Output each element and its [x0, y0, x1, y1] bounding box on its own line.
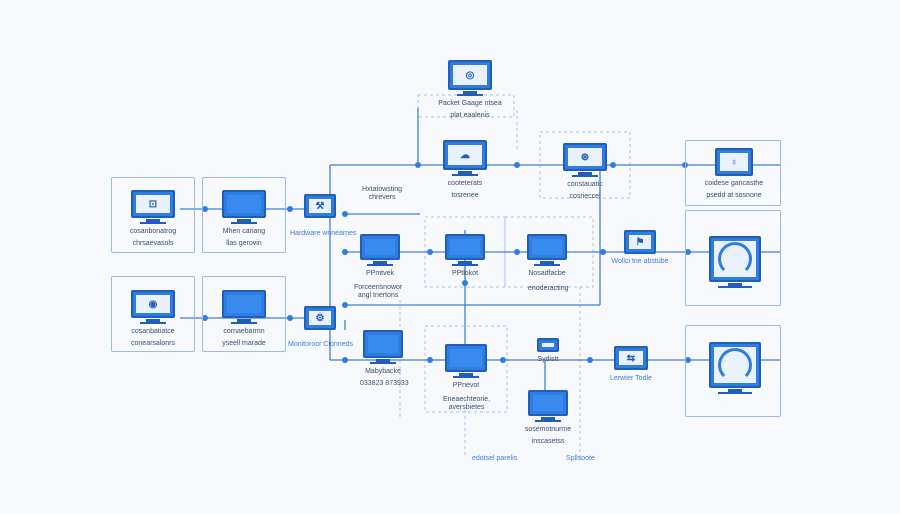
group-box-left2	[202, 177, 286, 253]
hub-top-small-label: Hardware wnnearnes	[290, 230, 357, 237]
lower-node-d[interactable]: ⇆	[608, 346, 654, 370]
mid-node-a[interactable]: PPmtvek	[355, 234, 405, 278]
cloud-icon: ☁	[460, 149, 470, 161]
hub-bottom-small-label: Monitoroor Clonneds	[288, 341, 353, 348]
lower-node-a-sub: 033823 873933	[360, 380, 409, 387]
bottom-node-c-label-2: inscasetss	[531, 438, 565, 445]
center-top-label-1: cooteterats	[447, 180, 483, 187]
left-node-4[interactable]: cornaebarmn yseell marade	[214, 290, 274, 348]
mid-node-a-label: PPmtvek	[365, 270, 394, 277]
bottom-right-caption: Spllsoote	[566, 455, 595, 462]
lower-node-b-sub: Eneaechteorie,aversbietes	[443, 396, 491, 411]
lower-node-a-label: Mabybacke	[365, 368, 401, 375]
fingerprint-icon	[718, 348, 752, 382]
lock-icon: ⊡	[148, 198, 158, 210]
right-top-node[interactable]: ⊛ constauatic cosrieccel	[555, 143, 615, 201]
far-right-bottom-node[interactable]	[705, 342, 765, 394]
group-box-left4	[202, 276, 286, 352]
far-right-top-label-2: psedd at sosnone	[706, 192, 762, 199]
lower-node-b-label: PPnevot	[452, 382, 480, 389]
lower-node-c[interactable]: Sydistt	[533, 338, 563, 364]
left-node-1-label-2: chrsaevasols	[132, 240, 174, 247]
lower-node-d-label: Lerwter Todle	[610, 375, 652, 382]
far-right-top-node[interactable]: ♁ coidese gancasthe psedd at sosnone	[698, 148, 770, 200]
tools-icon: ⚒	[315, 200, 325, 212]
bottom-node-c[interactable]: sosemotnurme inscasetss	[520, 390, 576, 446]
left-node-2-label-2: llas gerovin	[226, 240, 262, 247]
group-box-right2	[685, 210, 781, 306]
left-node-2-label-1: Mhen cariang	[222, 228, 266, 235]
hub-bottom[interactable]: ⚙	[300, 306, 340, 330]
target-icon: ◉	[148, 298, 158, 310]
mid-node-c-sub: enoderacting	[528, 285, 569, 292]
group-box-left3	[111, 276, 195, 352]
top-server-node[interactable]: ◎ Packet Gaage ntsea plat eaalenis	[430, 60, 510, 120]
lower-node-a[interactable]: Mabybacke	[358, 330, 408, 376]
left-node-3[interactable]: ◉ cosanbatiatce conearsalonrs	[123, 290, 183, 348]
left-node-2[interactable]: Mhen cariang llas gerovin	[214, 190, 274, 248]
mid-node-b-label: PPtlokot	[451, 270, 479, 277]
gear-icon: ⚙	[315, 312, 325, 324]
lower-node-c-label: Sydistt	[537, 356, 559, 363]
mid-node-d-label: Wollci tne abstube	[611, 258, 669, 265]
left-node-1-label-1: cosanbonatrog	[129, 228, 177, 235]
fingerprint-icon	[718, 242, 752, 276]
center-top-label-2: tosrenee	[451, 192, 479, 199]
shield-icon: ◎	[465, 69, 475, 81]
right-top-label-1: constauatic	[567, 181, 603, 188]
shield-icon: ♁	[730, 156, 738, 168]
mid-node-b[interactable]: PPtlokot	[440, 234, 490, 278]
group-box-right1	[685, 140, 781, 206]
bottom-left-caption: edotsel parelis	[472, 455, 518, 462]
top-node-label-2: plat eaalenis	[450, 112, 490, 119]
top-node-label-1: Packet Gaage ntsea	[438, 100, 502, 107]
left-node-4-label-2: yseell marade	[222, 340, 266, 347]
left-node-1[interactable]: ⊡ cosanbonatrog chrsaevasols	[123, 190, 183, 248]
far-right-top-label-1: coidese gancasthe	[704, 180, 764, 187]
top-monitor: ◎	[448, 60, 492, 90]
bottom-node-c-label-1: sosemotnurme	[524, 426, 572, 433]
mid-node-c[interactable]: Nosadfacbe	[522, 234, 572, 278]
group-box-left1	[111, 177, 195, 253]
left-node-4-label-1: cornaebarmn	[223, 328, 265, 335]
mid-node-d[interactable]: ⚑ Wollci tne abstube	[611, 230, 669, 266]
group-box-right3	[685, 325, 781, 417]
center-top-node[interactable]: ☁ cooteterats tosrenee	[435, 140, 495, 200]
lock-icon: ⊛	[580, 151, 590, 163]
left-node-3-label-1: cosanbatiatce	[131, 328, 175, 335]
left-node-3-label-2: conearsalonrs	[131, 340, 175, 347]
right-top-label-2: cosrieccel	[569, 193, 601, 200]
mid-node-c-label: Nosadfacbe	[528, 270, 566, 277]
far-right-mid-node[interactable]	[705, 236, 765, 288]
lower-node-b[interactable]: PPnevot	[441, 344, 491, 390]
hub-top[interactable]: ⚒	[300, 194, 340, 218]
